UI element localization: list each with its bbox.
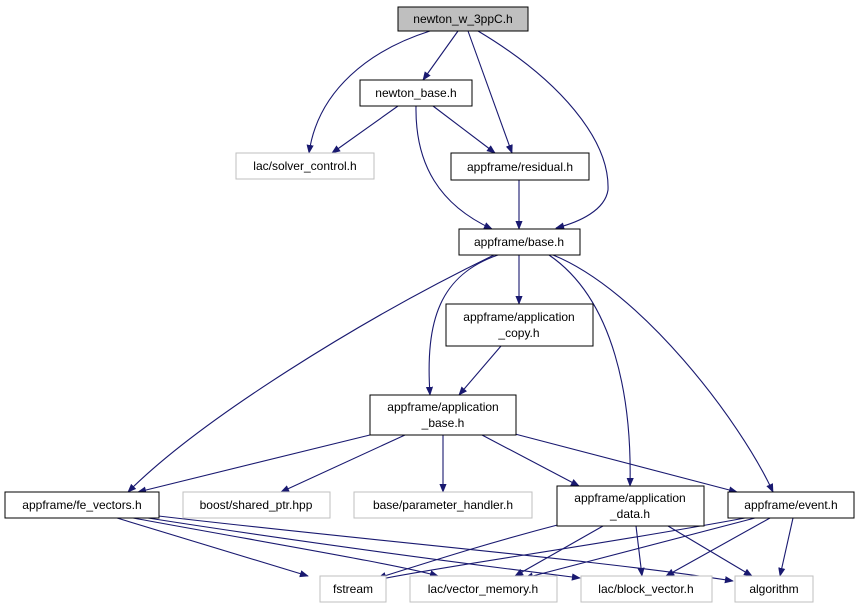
node-label: appframe/fe_vectors.h: [22, 498, 141, 512]
node-label: lac/solver_control.h: [253, 159, 356, 173]
edge-application-base-to-event: [514, 433, 738, 494]
edge-base-to-fe-vectors: [127, 254, 495, 493]
node-label-line-1: appframe/application: [387, 400, 498, 414]
edge-event-to-block-vector: [665, 517, 771, 577]
edge-application-data-to-block-vector: [635, 525, 645, 577]
node-label-line-1: appframe/application: [463, 310, 574, 324]
edge-base-to-application-data: [548, 254, 634, 487]
node-label: algorithm: [749, 582, 798, 596]
node-application-base[interactable]: appframe/application _base.h: [369, 394, 517, 436]
node-label: lac/vector_memory.h: [428, 582, 538, 596]
node-residual[interactable]: appframe/residual.h: [450, 152, 590, 181]
edge-root-to-newton-base: [422, 30, 459, 81]
edges-layer: [116, 30, 794, 584]
node-label: base/parameter_handler.h: [373, 498, 513, 512]
node-base[interactable]: appframe/base.h: [458, 228, 581, 256]
node-label: newton_base.h: [375, 86, 456, 100]
edge-base-to-event: [552, 254, 774, 493]
node-block-vector[interactable]: lac/block_vector.h: [580, 575, 713, 603]
edge-event-to-fstream: [375, 517, 746, 582]
edge-application-data-to-vector-memory: [514, 525, 604, 577]
edge-root-to-base: [477, 30, 609, 230]
edge-root-to-solver-control: [306, 30, 431, 154]
edge-application-data-to-fstream: [377, 522, 566, 580]
edge-application-copy-to-application-base: [458, 345, 502, 396]
node-event[interactable]: appframe/event.h: [727, 491, 855, 519]
edge-event-to-vector-memory: [524, 517, 756, 580]
node-label-line-2: _base.h: [421, 416, 465, 430]
edge-fe-vectors-to-block-vector: [147, 517, 581, 581]
node-label: appframe/event.h: [744, 498, 837, 512]
edge-root-to-residual: [467, 30, 513, 154]
edge-fe-vectors-to-fstream: [116, 517, 309, 578]
node-vector-memory[interactable]: lac/vector_memory.h: [409, 575, 558, 603]
edge-application-base-to-application-data: [481, 434, 580, 487]
node-label-line-2: _copy.h: [497, 326, 539, 340]
edge-application-base-to-fe-vectors: [137, 433, 375, 494]
node-label: appframe/base.h: [474, 235, 564, 249]
node-newton-w-3ppc[interactable]: newton_w_3ppC.h: [397, 6, 529, 32]
node-label-line-1: appframe/application: [574, 491, 685, 505]
edge-event-to-algorithm: [778, 517, 794, 577]
node-fe-vectors[interactable]: appframe/fe_vectors.h: [4, 491, 160, 519]
edge-newton-base-to-solver-control: [331, 105, 399, 154]
node-shared-ptr[interactable]: boost/shared_ptr.hpp: [182, 491, 331, 519]
edge-base-to-application-base: [425, 254, 499, 396]
node-application-data[interactable]: appframe/application _data.h: [556, 485, 705, 527]
node-fstream[interactable]: fstream: [319, 575, 387, 603]
node-solver-control[interactable]: lac/solver_control.h: [235, 152, 375, 180]
node-label-line-2: _data.h: [609, 507, 650, 521]
node-newton-base[interactable]: newton_base.h: [359, 79, 473, 107]
node-label: lac/block_vector.h: [598, 582, 693, 596]
node-application-copy[interactable]: appframe/application _copy.h: [445, 303, 594, 347]
node-label: appframe/residual.h: [467, 160, 573, 174]
edge-newton-base-to-residual: [432, 105, 496, 154]
edge-fe-vectors-to-vector-memory: [132, 517, 439, 578]
node-algorithm[interactable]: algorithm: [734, 575, 814, 603]
node-label: fstream: [333, 582, 373, 596]
edge-newton-base-to-base: [415, 105, 493, 230]
node-label: boost/shared_ptr.hpp: [200, 498, 313, 512]
node-parameter-handler[interactable]: base/parameter_handler.h: [353, 491, 533, 519]
nodes-layer: newton_w_3ppC.h newton_base.h lac/solver…: [4, 6, 855, 603]
edge-application-base-to-shared-ptr: [280, 434, 406, 493]
node-label: newton_w_3ppC.h: [413, 12, 512, 26]
